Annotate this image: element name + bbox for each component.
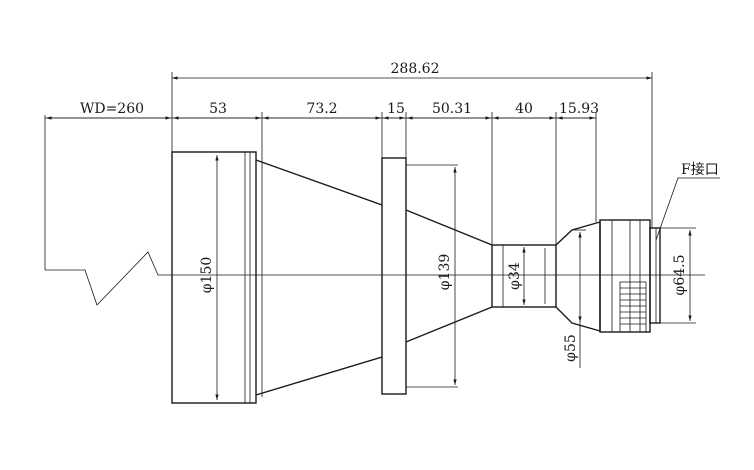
dia-64-label: φ64.5 bbox=[672, 255, 688, 296]
dia-139-label: φ139 bbox=[437, 254, 453, 291]
flange bbox=[381, 157, 458, 395]
extension-lines bbox=[44, 72, 653, 270]
rear-section bbox=[555, 219, 661, 333]
segment-50-label: 50.31 bbox=[432, 101, 472, 117]
segment-53-label: 53 bbox=[209, 101, 227, 117]
optical-axis-break bbox=[45, 251, 705, 306]
dia-34-label: φ34 bbox=[507, 262, 523, 290]
dia-150-label: φ150 bbox=[199, 257, 215, 294]
segment-15-93-label: 15.93 bbox=[559, 101, 599, 117]
dia-55-label: φ55 bbox=[563, 334, 579, 362]
overall-length-label: 288.62 bbox=[391, 61, 440, 77]
front-barrel bbox=[171, 151, 257, 404]
wd-label: WD=260 bbox=[80, 101, 144, 117]
segment-15-label: 15 bbox=[387, 101, 405, 117]
mount-callout-leader bbox=[655, 177, 720, 241]
mount-label: F接口 bbox=[681, 161, 719, 178]
cone-section-2 bbox=[405, 209, 493, 343]
segment-40-label: 40 bbox=[515, 101, 533, 117]
cone-section-1 bbox=[255, 158, 383, 397]
neck bbox=[491, 244, 557, 308]
segment-73-label: 73.2 bbox=[306, 101, 337, 117]
